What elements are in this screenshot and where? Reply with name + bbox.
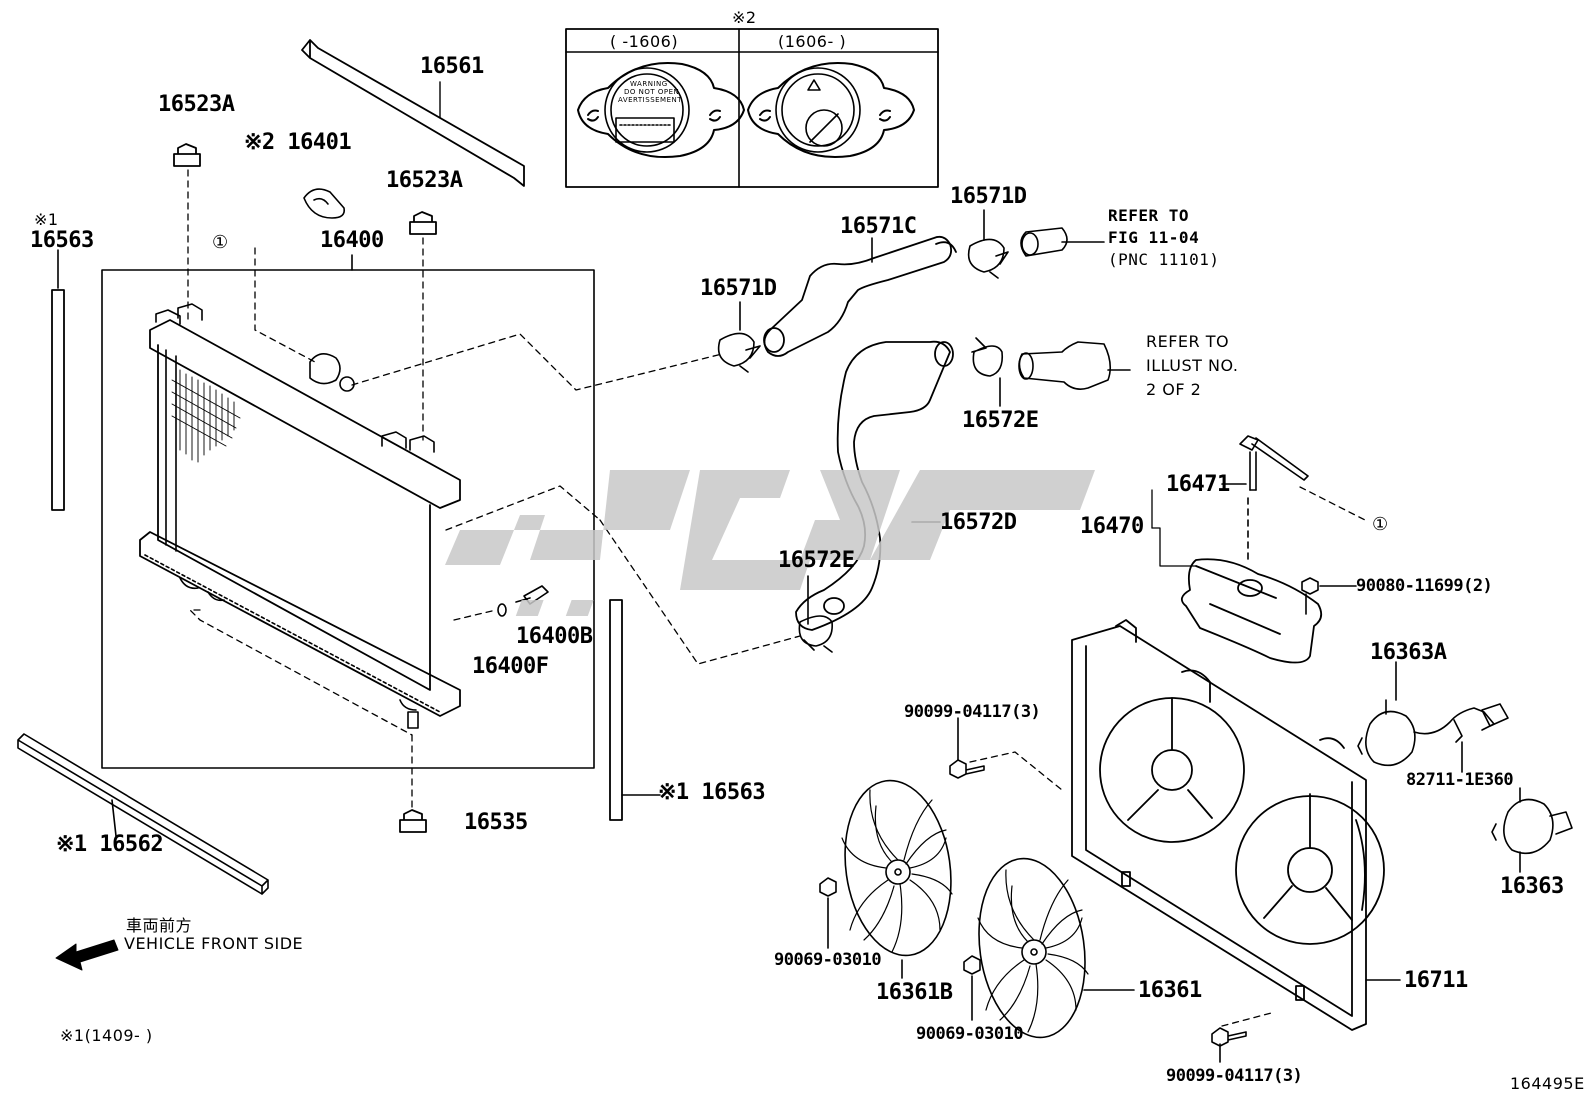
label-82711: 82711-1E360 [1406,770,1514,790]
nut-left-icon [819,877,837,949]
radiator-icon [139,303,549,729]
label-16572e-bottom: 16572E [778,548,855,573]
fan-motor-16363a-icon [1357,661,1509,773]
label-90069-left: 90069-03010 [774,950,882,970]
bolt-90099-top-icon [949,717,985,779]
label-16400: 16400 [320,228,384,253]
rubber-mount-bottom-icon [399,809,427,833]
ref-illust-line-2: ILLUST NO. [1146,356,1239,375]
dashed-leaders [187,169,1366,1027]
label-16572e-top: 16572E [962,408,1039,433]
label-16361b: 16361B [876,980,953,1005]
rubber-mount-right-icon [409,211,437,235]
label-16363: 16363 [1500,874,1564,899]
watermark-logo [445,470,1095,616]
reservoir-tank-icon [1180,558,1323,664]
cap-table-col-left: ( -1606) [610,32,679,51]
label-16400b: 16400B [516,624,593,649]
bolt-90080-icon [1301,577,1357,615]
cap-warning-line-3: AVERTISSEMENT [618,96,683,104]
fan-16361b-icon [841,779,953,957]
label-16563-top: 16563 [30,228,94,253]
lower-seal-strip [17,733,269,895]
label-16571d-top: 16571D [950,184,1027,209]
direction-label-jp: 車両前方 [126,916,193,935]
ref-fig-line-3: (PNC 11101) [1108,250,1220,269]
label-16400f: 16400F [472,654,549,679]
lower-hose-clamp-top-icon [971,337,1004,377]
ref-illust-line-3: 2 OF 2 [1146,380,1202,399]
label-90099-top: 90099-04117(3) [904,702,1041,722]
water-outlet-icon [1018,341,1131,390]
ref-symbol-right: ① [1372,514,1389,535]
gasket-icon [303,188,346,219]
lower-hose-clamp-bottom-icon [798,615,833,653]
fan-16361-icon [977,857,1089,1039]
label-16363a: 16363A [1370,640,1447,665]
radiator-cap-new-icon [747,62,915,159]
ref-symbol-left: ① [212,232,229,253]
label-16535: 16535 [464,810,528,835]
cap-table-marker: ※2 [732,8,757,27]
nut-right-icon [963,955,981,1021]
upper-hose-clamp-right-icon [967,238,1009,279]
upper-hose-clamp-left-icon [717,332,761,373]
label-16563-bottom: ※1 16563 [658,780,766,805]
fan-shroud-icon [1071,619,1385,1031]
left-side-seal [51,249,65,511]
label-16571d-left: 16571D [700,276,777,301]
label-16571c: 16571C [840,214,917,239]
rubber-mount-left-icon [173,143,201,167]
inlet-pipe-icon [1020,227,1105,257]
footnote-1: ※1(1409- ) [60,1026,153,1045]
radiator-cap-table [565,28,939,188]
label-90069-right: 90069-03010 [916,1024,1024,1044]
bolt-90099-bottom-icon [1211,1027,1247,1063]
label-90099-bottom: 90099-04117(3) [1166,1066,1303,1086]
direction-label-en: VEHICLE FRONT SIDE [124,934,304,953]
radiator-group-box [101,269,595,769]
cap-warning-line-1: WARNING [630,80,668,88]
label-16562: ※1 16562 [56,832,164,857]
radiator-cap-old-icon [577,62,745,159]
label-16572d: 16572D [940,510,1017,535]
figure-code: 164495E [1510,1074,1585,1093]
label-16470: 16470 [1080,514,1144,539]
ref-fig-line-1: REFER TO [1108,206,1190,225]
lower-hose-icon [795,340,954,631]
label-16361: 16361 [1138,978,1202,1003]
right-side-seal [609,599,661,821]
label-16563-top-mark: ※1 [34,210,59,229]
label-16523a-left: 16523A [158,92,235,117]
fan-motor-16363-icon [1491,787,1573,873]
label-16401: ※2 16401 [244,130,352,155]
upper-hose-icon [763,235,957,357]
upper-seal-strip [301,39,525,187]
ref-illust-line-1: REFER TO [1146,332,1230,351]
label-16711: 16711 [1404,968,1468,993]
label-16523a-right: 16523A [386,168,463,193]
reservoir-cap-hose-icon [1239,435,1309,491]
label-16471: 16471 [1166,472,1230,497]
label-90080: 90080-11699(2) [1356,576,1493,596]
cap-warning-line-2: DO NOT OPEN [624,88,680,96]
cap-table-col-right: (1606- ) [778,32,847,51]
ref-fig-line-2: FIG 11-04 [1108,228,1200,247]
front-direction-arrow-icon [55,939,119,971]
label-16561: 16561 [420,54,484,79]
